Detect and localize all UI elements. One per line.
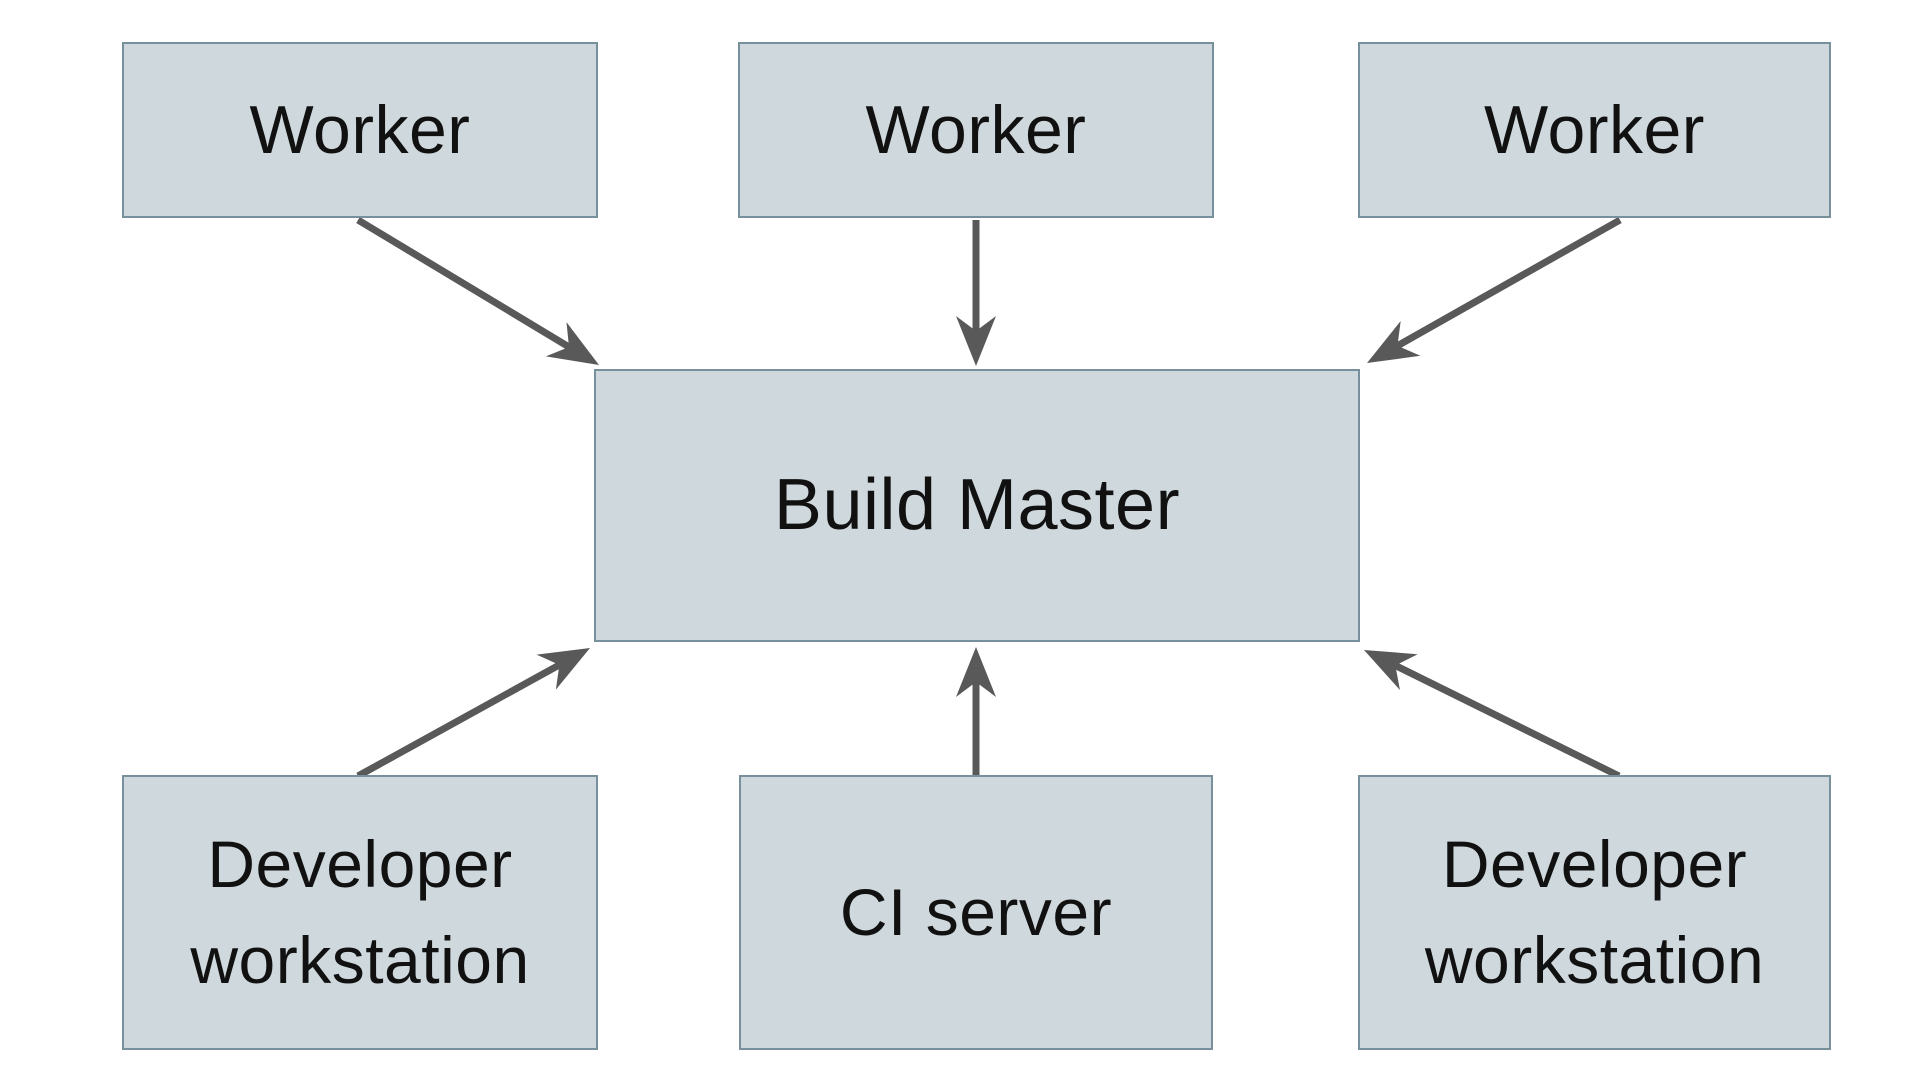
- arrowhead-icon: [956, 316, 996, 366]
- node-build-master[interactable]: Build Master: [594, 369, 1360, 642]
- node-worker-2-label: Worker: [865, 91, 1087, 168]
- arrow-worker-1-to-build-master: [356, 217, 599, 365]
- arrowhead-icon: [536, 648, 590, 690]
- node-worker-1-label: Worker: [249, 91, 471, 168]
- node-developer-workstation-left-label: Developer workstation: [190, 826, 530, 997]
- arrow-worker-3-to-build-master: [1367, 216, 1622, 363]
- arrow-ci-to-build-master: [956, 647, 996, 776]
- arrowhead-icon: [545, 322, 599, 365]
- node-worker-2[interactable]: Worker: [738, 42, 1214, 218]
- node-developer-workstation-right[interactable]: Developer workstation: [1358, 775, 1831, 1050]
- node-developer-workstation-right-label: Developer workstation: [1424, 826, 1765, 997]
- arrowhead-icon: [956, 647, 996, 697]
- node-ci-server-label: CI server: [839, 874, 1113, 949]
- node-build-master-label: Build Master: [773, 465, 1181, 546]
- arrow-worker-2-to-build-master: [956, 220, 996, 366]
- node-worker-3[interactable]: Worker: [1358, 42, 1831, 218]
- arrowhead-icon: [1367, 320, 1421, 363]
- arrow-dev-2-to-build-master: [1364, 650, 1621, 780]
- arrow-dev-1-to-build-master: [356, 648, 590, 780]
- node-developer-workstation-left[interactable]: Developer workstation: [122, 775, 598, 1050]
- node-worker-1[interactable]: Worker: [122, 42, 598, 218]
- node-worker-3-label: Worker: [1484, 91, 1705, 168]
- arrowhead-icon: [1364, 650, 1418, 691]
- node-ci-server[interactable]: CI server: [739, 775, 1213, 1050]
